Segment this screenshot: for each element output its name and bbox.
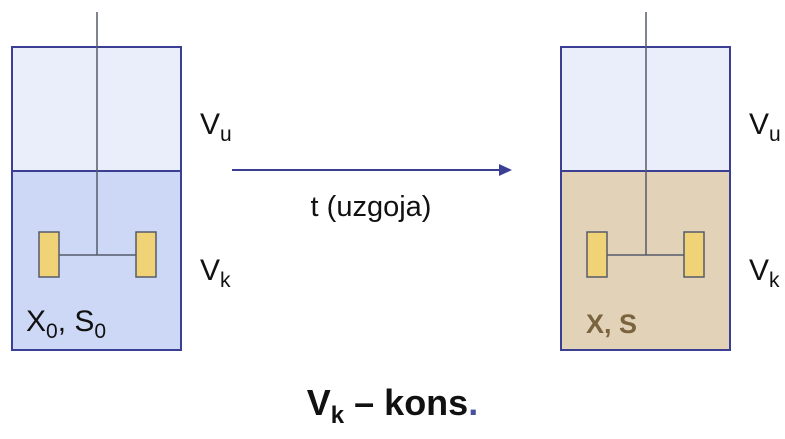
right-final-concentrations: X, S: [586, 309, 637, 339]
right-reactor: X, S: [560, 12, 731, 351]
caption-text: – kons: [344, 382, 469, 423]
left-upper-volume-label: Vu: [200, 108, 232, 146]
right-culture-volume-label: Vk: [749, 254, 780, 292]
left-impeller-blade-left: [38, 231, 60, 278]
right-impeller-blade-left: [586, 231, 608, 278]
right-impeller-blade-right: [683, 231, 705, 278]
left-culture-volume-label: Vk: [200, 254, 231, 292]
left-impeller-blade-right: [135, 231, 157, 278]
right-upper-volume-label: Vu: [749, 108, 781, 146]
arrow-head: [499, 164, 512, 176]
caption-volume-subscript: k: [330, 402, 345, 429]
arrow-label: t (uzgoja): [311, 191, 432, 223]
caption-volume-symbol: V: [306, 382, 331, 423]
time-arrow: t (uzgoja): [232, 164, 512, 223]
left-reactor: X0, S0: [11, 12, 182, 351]
constant-volume-caption: Vk – kons.: [0, 382, 785, 430]
caption-dot: .: [468, 382, 479, 423]
left-initial-concentrations: X0, S0: [26, 305, 106, 343]
